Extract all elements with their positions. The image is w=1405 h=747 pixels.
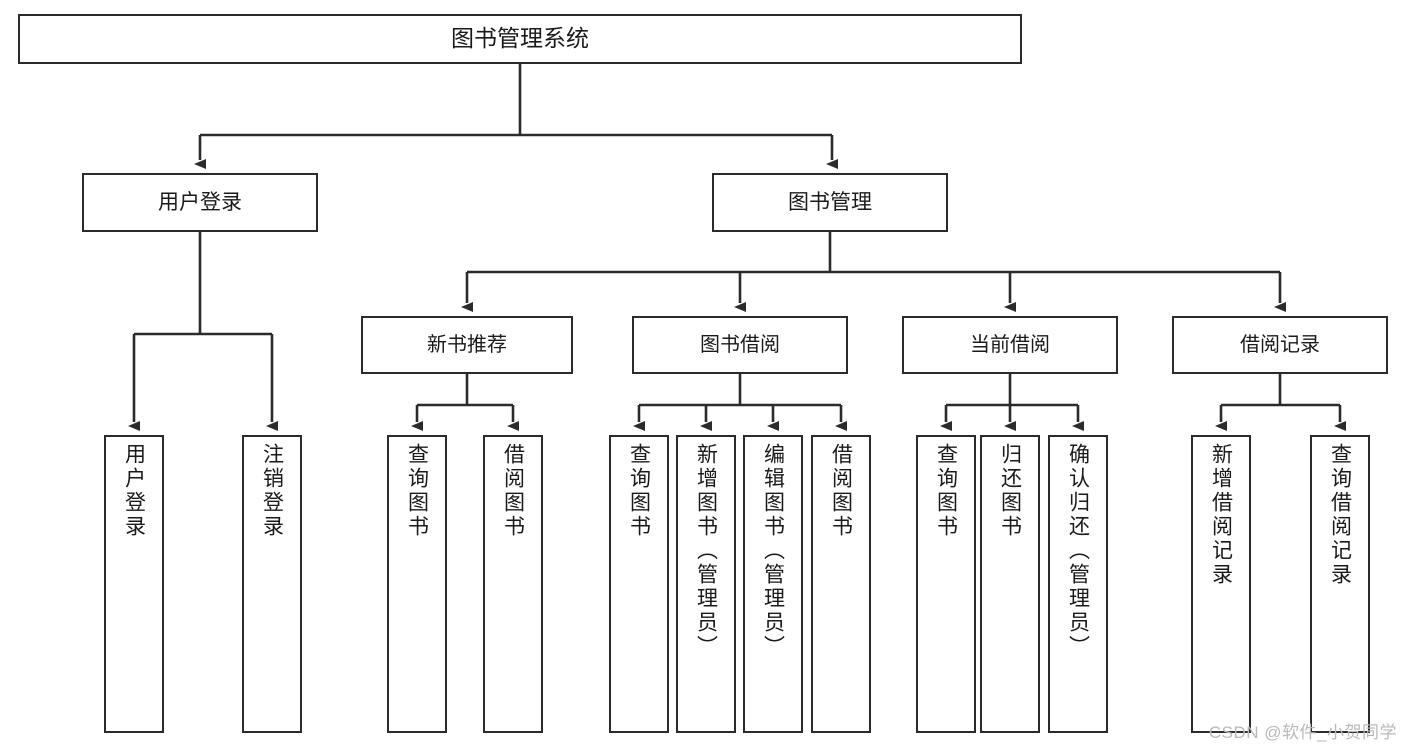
node-label: 查询图书 bbox=[627, 443, 651, 539]
node-label: 归还图书 bbox=[998, 443, 1022, 539]
leaf-new-book-query-book[interactable]: 查询图书 bbox=[387, 435, 447, 733]
watermark-text: CSDN @软件_小贺同学 bbox=[1208, 723, 1397, 742]
node-label: 查询借阅记录 bbox=[1328, 443, 1352, 587]
leaf-new-book-borrow-book[interactable]: 借阅图书 bbox=[483, 435, 543, 733]
node-label: 图书借阅 bbox=[700, 334, 780, 356]
leaf-user-login-logout[interactable]: 注销登录 bbox=[242, 435, 302, 733]
leaf-borrow-records-add-record[interactable]: 新增借阅记录 bbox=[1191, 435, 1251, 733]
node-label: 查询图书 bbox=[934, 443, 958, 539]
leaf-borrow-records-query-record[interactable]: 查询借阅记录 bbox=[1310, 435, 1370, 733]
node-borrow-records[interactable]: 借阅记录 bbox=[1172, 316, 1388, 374]
node-label: 新书推荐 bbox=[427, 334, 507, 356]
leaf-book-borrow-add-book-admin[interactable]: 新增图书（管理员） bbox=[676, 435, 736, 733]
node-label: 图书管理系统 bbox=[451, 25, 589, 52]
node-user-login[interactable]: 用户登录 bbox=[82, 173, 318, 232]
node-label: 当前借阅 bbox=[970, 334, 1050, 356]
node-label: 新增借阅记录 bbox=[1209, 443, 1233, 587]
leaf-book-borrow-query-book[interactable]: 查询图书 bbox=[609, 435, 669, 733]
node-label: 查询图书 bbox=[405, 443, 429, 539]
leaf-current-borrow-return-book[interactable]: 归还图书 bbox=[980, 435, 1040, 733]
node-label: 编辑图书（管理员） bbox=[761, 443, 785, 659]
node-root-book-management-system[interactable]: 图书管理系统 bbox=[18, 14, 1022, 64]
node-label: 确认归还（管理员） bbox=[1066, 443, 1090, 659]
node-label: 注销登录 bbox=[260, 443, 284, 539]
leaf-book-borrow-borrow-book[interactable]: 借阅图书 bbox=[811, 435, 871, 733]
leaf-current-borrow-confirm-return-admin[interactable]: 确认归还（管理员） bbox=[1048, 435, 1108, 733]
node-label: 用户登录 bbox=[158, 190, 242, 214]
node-label: 借阅图书 bbox=[501, 443, 525, 539]
leaf-current-borrow-query-book[interactable]: 查询图书 bbox=[916, 435, 976, 733]
leaf-user-login-login[interactable]: 用户登录 bbox=[104, 435, 164, 733]
node-book-management[interactable]: 图书管理 bbox=[712, 173, 948, 232]
node-label: 图书管理 bbox=[788, 190, 872, 214]
node-label: 借阅图书 bbox=[829, 443, 853, 539]
node-book-borrow[interactable]: 图书借阅 bbox=[632, 316, 848, 374]
node-label: 新增图书（管理员） bbox=[694, 443, 718, 659]
node-label: 借阅记录 bbox=[1240, 334, 1320, 356]
node-current-borrow[interactable]: 当前借阅 bbox=[902, 316, 1118, 374]
node-label: 用户登录 bbox=[122, 443, 146, 539]
node-new-book-recommend[interactable]: 新书推荐 bbox=[361, 316, 573, 374]
leaf-book-borrow-edit-book-admin[interactable]: 编辑图书（管理员） bbox=[743, 435, 803, 733]
